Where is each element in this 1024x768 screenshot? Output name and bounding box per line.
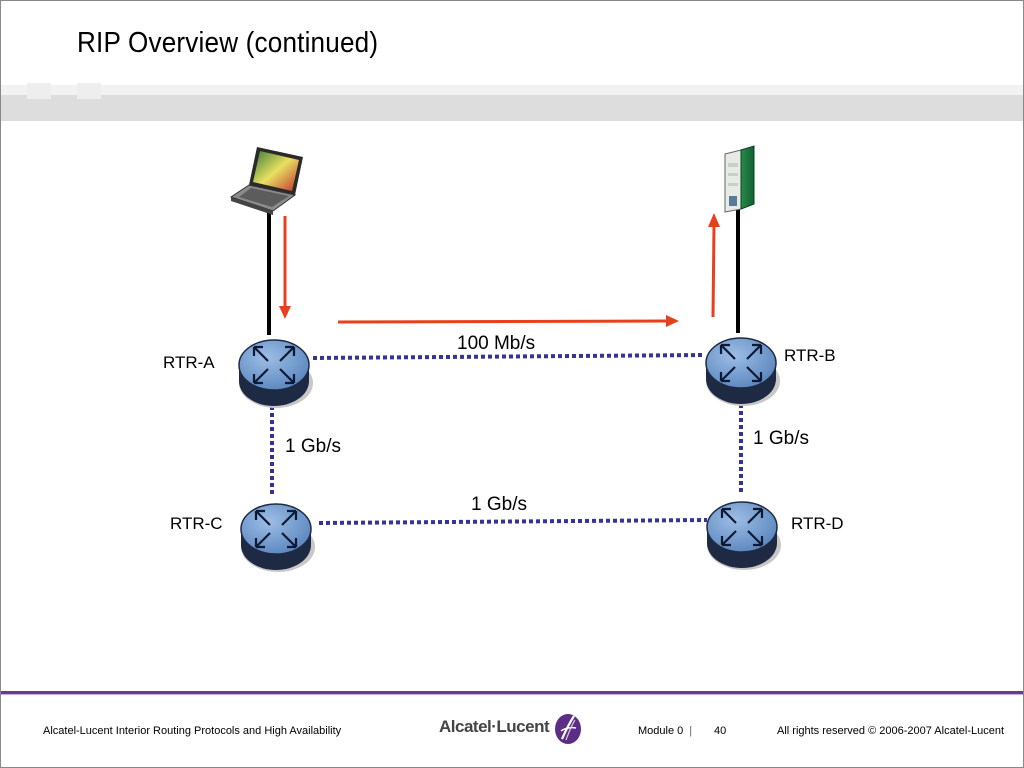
router-label-rtr-a: RTR-A: [163, 353, 215, 372]
page-number: 40: [714, 725, 727, 737]
alcatel-lucent-logo-icon: [555, 714, 581, 744]
footer-separator: |: [689, 725, 693, 737]
link-label-rtr-c-rtr-d: 1 Gb/s: [471, 494, 527, 515]
laptop-icon: [229, 147, 303, 215]
header-band-square: [27, 83, 51, 99]
footer-rule: [1, 691, 1023, 694]
router-label-rtr-b: RTR-B: [784, 346, 836, 365]
footer-rule-light: [1, 694, 1023, 695]
slide-title: RIP Overview (continued): [77, 27, 379, 59]
link-rtr-a-rtr-b: [312, 353, 705, 360]
router-icon: [705, 337, 780, 406]
module-label: Module: [638, 725, 675, 737]
footer-course-title: Alcatel-Lucent Interior Routing Protocol…: [43, 725, 342, 737]
router-icon: [706, 501, 781, 570]
header-band-square: [77, 83, 101, 99]
network-diagram: [229, 145, 781, 572]
flow-arrow-down: [279, 216, 291, 319]
link-rtr-c-rtr-d: [318, 518, 708, 525]
header-band-light: [1, 85, 1023, 95]
brand-wordmark: Alcatel·Lucent: [439, 717, 550, 736]
flow-arrow-up: [708, 213, 720, 318]
router-icon: [240, 503, 315, 572]
footer-module: Module 0 |: [638, 725, 698, 737]
module-number: 0: [677, 725, 684, 737]
server-icon: [723, 145, 755, 213]
router-label-rtr-c: RTR-C: [170, 514, 223, 533]
footer-copyright: All rights reserved © 2006-2007 Alcatel-…: [777, 725, 1005, 737]
flow-arrow-right: [337, 315, 679, 327]
header-band: [1, 95, 1023, 121]
router-label-rtr-d: RTR-D: [791, 514, 844, 533]
link-label-rtr-a-rtr-b: 100 Mb/s: [457, 333, 536, 354]
router-icon: [238, 339, 313, 408]
link-label-rtr-b-rtr-d: 1 Gb/s: [753, 428, 809, 449]
link-label-rtr-a-rtr-c: 1 Gb/s: [285, 436, 341, 457]
